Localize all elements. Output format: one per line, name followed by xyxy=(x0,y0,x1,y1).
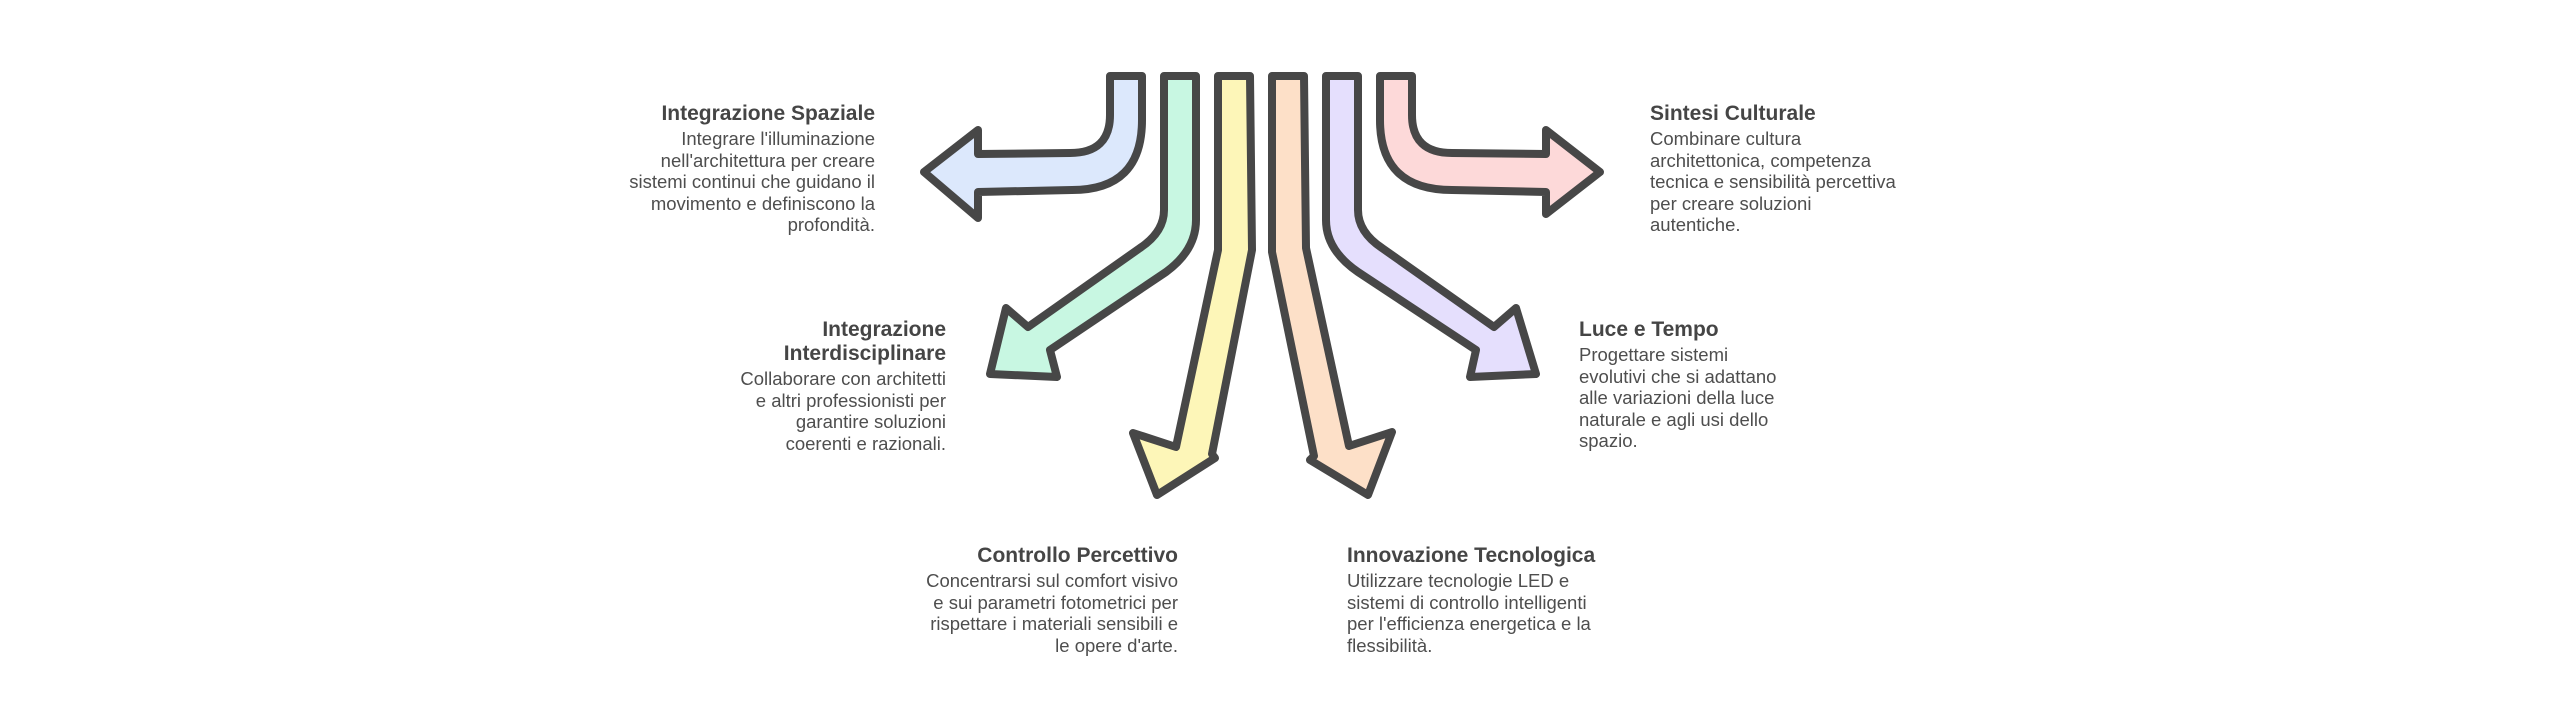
desc-line: tecnica e sensibilità percettiva xyxy=(1650,171,1896,193)
desc-line: movimento e definiscono la xyxy=(650,192,875,214)
arrow-spaziale xyxy=(920,72,1146,222)
arrow-tempo xyxy=(1322,72,1540,381)
arrow-percettivo xyxy=(1129,72,1256,499)
item-culturale: Sintesi Culturale Combinare cultura arch… xyxy=(1650,102,1970,236)
arrow-culturale xyxy=(1376,72,1604,218)
title-line: Interdisciplinare xyxy=(783,342,946,365)
desc-line: spazio. xyxy=(1579,430,1638,452)
item-tecnologica: Innovazione Tecnologica Utilizzare tecno… xyxy=(1347,544,1667,656)
desc-line: autentiche. xyxy=(1650,214,1741,236)
arrow-interdisciplinare xyxy=(986,72,1200,381)
item-description: Integrare l'illuminazione nell'architett… xyxy=(555,128,875,236)
item-description: Combinare cultura architettonica, compet… xyxy=(1650,128,1970,236)
item-title: Luce e Tempo xyxy=(1579,318,1719,341)
desc-line: Collaborare con architetti xyxy=(740,368,946,389)
desc-line: rispettare i materiali sensibili e xyxy=(930,613,1178,635)
item-percettivo: Controllo Percettivo Concentrarsi sul co… xyxy=(858,544,1178,656)
item-description: Collaborare con architetti e altri profe… xyxy=(686,368,946,454)
desc-line: flessibilità. xyxy=(1347,634,1433,656)
desc-line: garantire soluzioni xyxy=(795,411,946,433)
item-title: Sintesi Culturale xyxy=(1650,102,1816,125)
item-description: Progettare sistemi evolutivi che si adat… xyxy=(1579,344,1839,452)
desc-line: coerenti e razionali. xyxy=(785,432,946,454)
desc-line: nell'architettura per creare xyxy=(660,149,875,171)
item-interdisciplinare: Integrazione Interdisciplinare Collabora… xyxy=(686,318,946,454)
desc-line: evolutivi che si adattano xyxy=(1579,365,1777,387)
desc-line: Utilizzare tecnologie LED e xyxy=(1347,570,1570,591)
item-title: Integrazione Interdisciplinare xyxy=(686,318,946,366)
item-tempo: Luce e Tempo Progettare sistemi evolutiv… xyxy=(1579,318,1839,452)
desc-line: e sui parametri fotometrici per xyxy=(933,591,1178,613)
desc-line: Combinare cultura xyxy=(1650,128,1802,149)
desc-line: per l'efficienza energetica e la xyxy=(1347,613,1591,635)
desc-line: Integrare l'illuminazione xyxy=(681,128,875,149)
desc-line: Concentrarsi sul comfort visivo xyxy=(926,570,1178,591)
desc-line: alle variazioni della luce xyxy=(1579,387,1775,409)
item-title: Controllo Percettivo xyxy=(977,544,1178,567)
desc-line: naturale e agli usi dello xyxy=(1579,408,1769,430)
item-description: Concentrarsi sul comfort visivo e sui pa… xyxy=(858,570,1178,656)
desc-line: sistemi di controllo intelligenti xyxy=(1347,591,1587,613)
item-title: Innovazione Tecnologica xyxy=(1347,544,1596,567)
desc-line: architettonica, competenza xyxy=(1650,149,1872,171)
desc-line: Progettare sistemi xyxy=(1579,344,1729,365)
arrow-tecnologica xyxy=(1268,72,1396,499)
desc-line: per creare soluzioni xyxy=(1650,192,1812,214)
title-line: Integrazione xyxy=(822,318,946,341)
item-title: Integrazione Spaziale xyxy=(661,102,875,125)
item-description: Utilizzare tecnologie LED e sistemi di c… xyxy=(1347,570,1667,656)
desc-line: profondità. xyxy=(787,214,875,236)
desc-line: e altri professionisti per xyxy=(755,389,946,411)
desc-line: le opere d'arte. xyxy=(1055,634,1178,656)
desc-line: sistemi continui che guidano il xyxy=(629,171,875,193)
item-spaziale: Integrazione Spaziale Integrare l'illumi… xyxy=(555,102,875,236)
